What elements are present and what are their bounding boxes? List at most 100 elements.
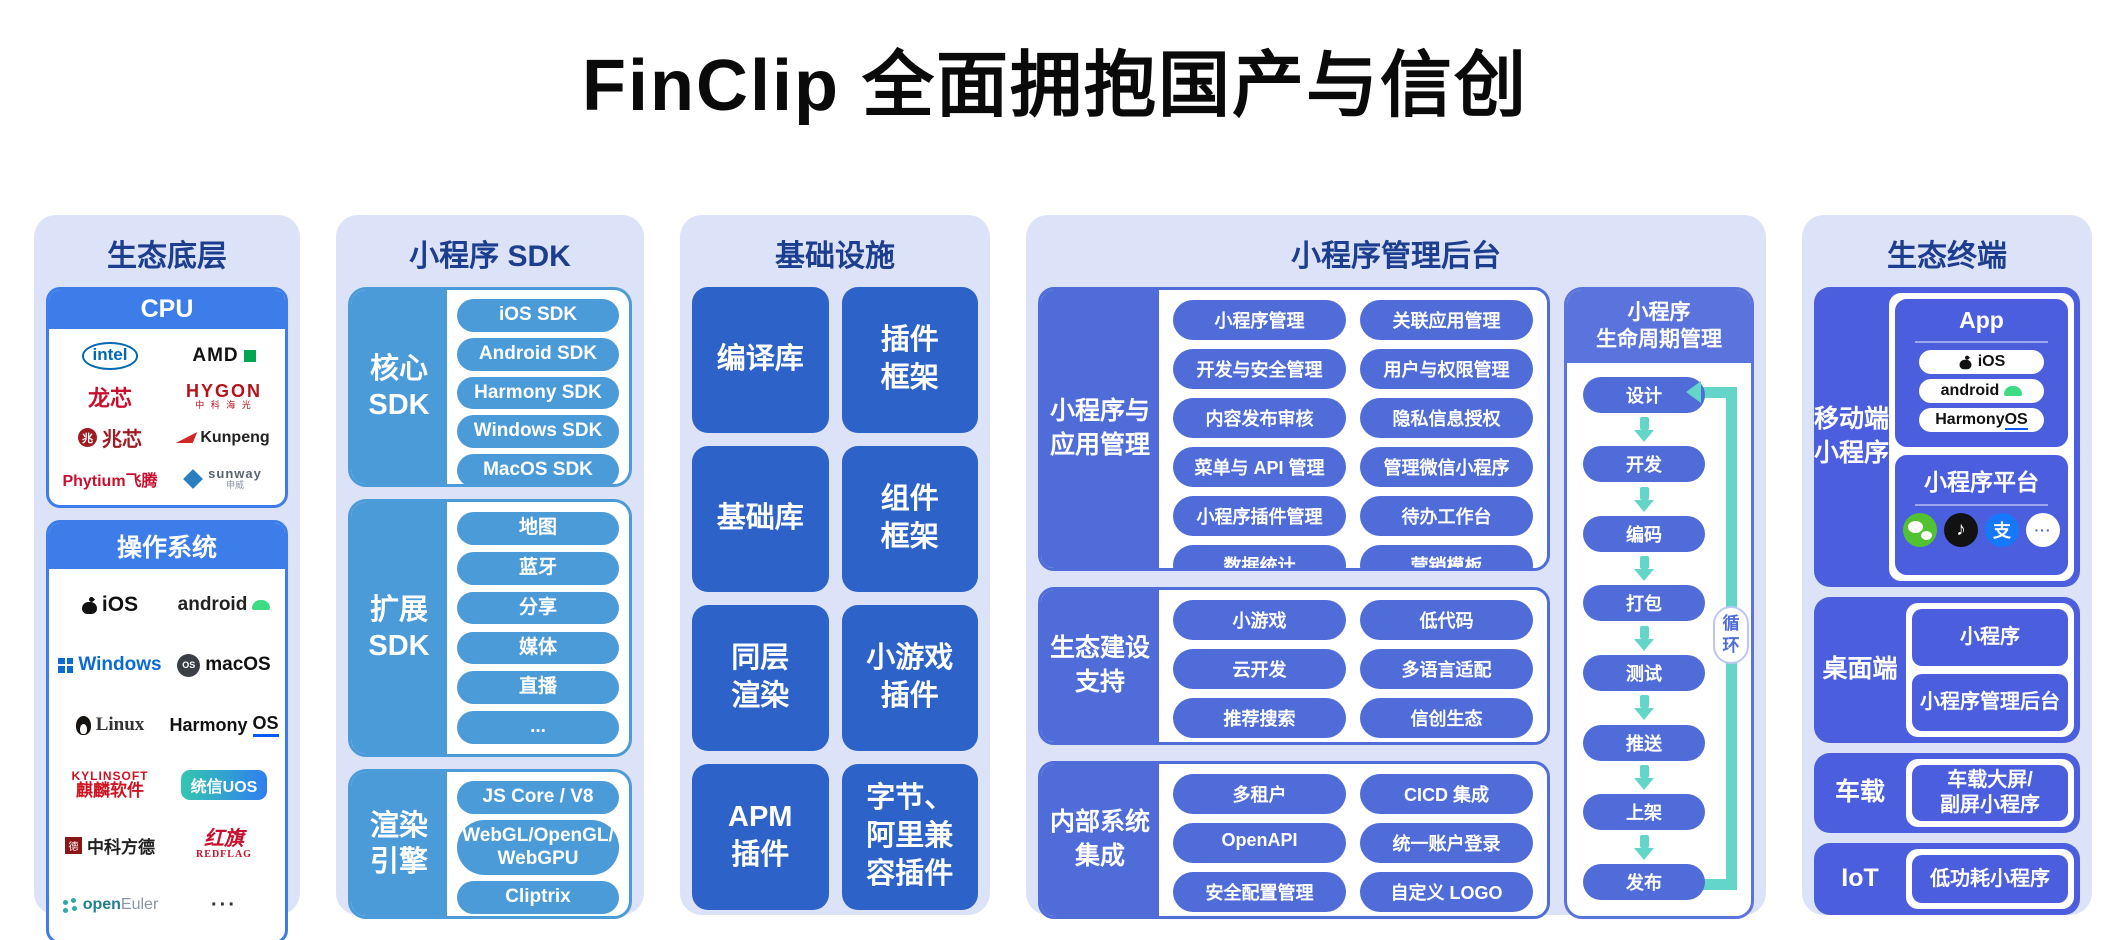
loop-line-bottom: [1695, 879, 1737, 890]
desktop-label: 桌面端: [1822, 655, 1898, 684]
more-os-ellipsis: ···: [211, 893, 237, 916]
admin-pill: 安全配置管理: [1173, 872, 1346, 912]
redflag-logo: 红旗 REDFLAG: [196, 828, 252, 861]
infra-block-base-lib: 基础库: [692, 446, 829, 592]
core-sdk-block: 核心 SDK iOS SDK Android SDK Harmony SDK W…: [348, 287, 632, 487]
apple-icon: [1959, 355, 1972, 369]
sdk-pill: Windows SDK: [457, 415, 619, 449]
cpu-logo-grid: intel AMD 龙芯 HYGON 中 科 海 光 兆兆芯 Kunpeng P…: [49, 329, 285, 505]
windows-logo: Windows: [53, 635, 167, 695]
admin-pill: 菜单与 API 管理: [1173, 447, 1346, 487]
diagram-columns: 生态底层 CPU intel AMD 龙芯 HYGON 中 科 海 光 兆兆芯 …: [34, 215, 2092, 940]
in-car-label: 车载: [1834, 778, 1885, 807]
sdk-pill: MacOS SDK: [457, 454, 619, 484]
terminal-title: 生态终端: [1887, 240, 2007, 273]
app-harmonyos-pill: HarmonyOS: [1919, 408, 2044, 432]
admin-pill: 多租户: [1173, 774, 1346, 814]
lifecycle-step-code: 编码: [1583, 515, 1705, 552]
loop-arrowhead-icon: [1686, 380, 1701, 403]
admin-pill: 多语言适配: [1360, 649, 1533, 689]
admin-pill: 自定义 LOGO: [1360, 872, 1533, 912]
sdk-pill: iOS SDK: [457, 299, 619, 332]
kylinsoft-logo: KYLINSOFT 麒麟软件: [71, 768, 149, 801]
group-internal-integration: 内部系统 集成 多租户 CICD 集成 OpenAPI 统一账户登录 安全配置管…: [1038, 761, 1550, 919]
lifecycle-step-release: 发布: [1583, 863, 1705, 900]
admin-pill: 小游戏: [1173, 600, 1346, 640]
down-arrow-icon: [1583, 556, 1705, 582]
infra-block-compat-plugin: 字节、 阿里兼 容插件: [841, 764, 978, 910]
cpu-card: CPU intel AMD 龙芯 HYGON 中 科 海 光 兆兆芯 Kunpe…: [46, 287, 288, 508]
admin-pill: 隐私信息授权: [1360, 398, 1533, 438]
lifecycle-panel: 小程序 生命周期管理 循 环 设计 开发 编码 打包: [1564, 287, 1754, 919]
sunway-diamond-icon: [183, 468, 204, 489]
admin-groups: 小程序与 应用管理 小程序管理 关联应用管理 开发与安全管理 用户与权限管理 内…: [1038, 287, 1550, 919]
group-eco-support: 生态建设 支持 小游戏 低代码 云开发 多语言适配 推荐搜索 信创生态: [1038, 587, 1550, 745]
loop-badge: 循 环: [1713, 606, 1749, 665]
down-arrow-icon: [1583, 695, 1705, 721]
panel-admin-console: 小程序管理后台 小程序与 应用管理 小程序管理 关联应用管理 开发与安全管理 用…: [1026, 215, 1766, 919]
admin-pill: 待办工作台: [1360, 496, 1533, 536]
app-card-title: App: [1959, 307, 2004, 333]
admin-pill: 统一账户登录: [1360, 823, 1533, 863]
macos-circle-icon: OS: [177, 653, 201, 677]
admin-pill: 营销模板: [1360, 545, 1533, 568]
admin-pill: OpenAPI: [1173, 823, 1346, 863]
iot-body: 低功耗小程序: [1906, 849, 2074, 909]
lifecycle-step-push: 推送: [1583, 724, 1705, 761]
extension-sdk-pills: 地图 蓝牙 分享 媒体 直播 ...: [447, 502, 629, 754]
divider: [1915, 341, 2048, 343]
platform-icons: ♪ 支 ···: [1903, 513, 2060, 547]
infra-block-minigame-plugin: 小游戏 插件: [841, 605, 978, 751]
sdk-pill: 蓝牙: [457, 551, 619, 585]
admin-pill: CICD 集成: [1360, 774, 1533, 814]
sdk-pill: 地图: [457, 512, 619, 545]
admin-pill: 云开发: [1173, 649, 1346, 689]
admin-pill: 小程序管理: [1173, 300, 1346, 340]
lifecycle-step-design: 设计: [1583, 376, 1705, 413]
linux-penguin-icon: [75, 715, 91, 735]
mobile-miniapp-body: App iOS android HarmonyOS 小程序平台 ♪ 支: [1889, 293, 2074, 581]
loongson-logo: 龙芯: [87, 385, 132, 411]
admin-pill: 用户与权限管理: [1360, 349, 1533, 389]
platform-card: 小程序平台 ♪ 支 ···: [1895, 455, 2068, 575]
divider: [1915, 504, 2048, 506]
infra-block-apm-plugin: APM 插件: [692, 764, 829, 910]
group-app-management: 小程序与 应用管理 小程序管理 关联应用管理 开发与安全管理 用户与权限管理 内…: [1038, 287, 1550, 571]
zhaoxin-logo: 兆兆芯: [53, 417, 167, 458]
sdk-pill: WebGL/OpenGL/ WebGPU: [457, 819, 619, 876]
douyin-icon: ♪: [1944, 513, 1978, 547]
render-engine-pills: JS Core / V8 WebGL/OpenGL/ WebGPU Cliptr…: [447, 772, 629, 916]
fangde-seal-icon: 德: [65, 836, 82, 854]
alipay-icon: 支: [1985, 513, 2019, 547]
admin-pill: 数据统计: [1173, 545, 1346, 568]
infra-block-component-framework: 组件 框架: [841, 446, 978, 592]
extension-sdk-block: 扩展 SDK 地图 蓝牙 分享 媒体 直播 ...: [348, 499, 632, 757]
lifecycle-step-package: 打包: [1583, 585, 1705, 622]
panel-miniapp-sdk: 小程序 SDK 核心 SDK iOS SDK Android SDK Harmo…: [336, 215, 644, 919]
fangde-logo: 德中科方德: [53, 815, 167, 875]
sdk-pill: Cliptrix: [457, 881, 619, 915]
admin-pill: 开发与安全管理: [1173, 349, 1346, 389]
admin-pill: 管理微信小程序: [1360, 447, 1533, 487]
sdk-pill: 分享: [457, 591, 619, 625]
admin-pill: 小程序插件管理: [1173, 496, 1346, 536]
panel-eco-base: 生态底层 CPU intel AMD 龙芯 HYGON 中 科 海 光 兆兆芯 …: [34, 215, 300, 940]
android-logo: android: [167, 575, 281, 635]
lifecycle-header: 小程序 生命周期管理: [1567, 290, 1751, 363]
kunpeng-swoosh-icon: [176, 432, 198, 443]
sdk-pill: JS Core / V8: [457, 781, 619, 814]
sdk-pill: 直播: [457, 671, 619, 705]
wechat-icon: [1903, 513, 1937, 547]
openeuler-icon: [62, 898, 78, 912]
app-android-pill: android: [1919, 379, 2044, 403]
admin-pill: 推荐搜索: [1173, 698, 1346, 738]
more-platforms-icon: ···: [2026, 513, 2060, 547]
infra-block-plugin-framework: 插件 框架: [841, 287, 978, 433]
desktop-miniapp-box: 小程序: [1912, 609, 2068, 666]
mobile-miniapp-block: 移动端 小程序 App iOS android HarmonyOS 小程序平台: [1814, 287, 2080, 587]
infra-grid: 编译库 插件 框架 基础库 组件 框架 同层 渲染 小游戏 插件 APM 插件 …: [692, 287, 978, 910]
windows-icon: [58, 657, 74, 673]
openeuler-logo: openEuler: [53, 875, 167, 935]
desktop-block: 桌面端 小程序 小程序管理后台: [1814, 597, 2080, 743]
